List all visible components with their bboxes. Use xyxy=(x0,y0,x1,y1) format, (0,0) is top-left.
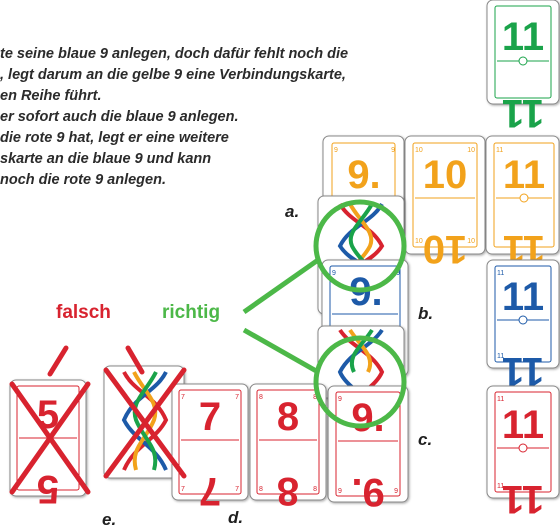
card-corner: 11 xyxy=(497,353,504,360)
card-value: 11 xyxy=(502,15,544,59)
highlight-circle-top xyxy=(313,199,407,293)
card-corner: 10 xyxy=(415,238,423,245)
card-red-8: 8 8 8 8 8 8 xyxy=(249,383,327,513)
card-red-7: 7 7 7 7 7 7 xyxy=(171,383,249,513)
card-corner: 9 xyxy=(394,488,398,495)
card-corner: 10 xyxy=(467,238,475,245)
card-corner: 9 xyxy=(334,147,338,154)
card-red-11: 11 11 11 11 xyxy=(486,385,560,521)
card-corner: 9 xyxy=(396,270,400,277)
instruction-line: skarte an die blaue 9 und kann xyxy=(0,151,212,167)
card-corner: 10 xyxy=(415,147,423,154)
label-b: b. xyxy=(418,304,434,323)
card-value-inverted: 5 xyxy=(37,467,59,511)
label-d: d. xyxy=(228,508,244,527)
card-value-inverted: 11 xyxy=(502,477,544,521)
card-value: 11 xyxy=(502,403,544,447)
card-value: 10 xyxy=(423,153,468,197)
highlight-circle-bottom xyxy=(313,335,407,429)
instruction-line: te seine blaue 9 anlegen, doch dafür feh… xyxy=(0,46,349,62)
card-value: 9. xyxy=(351,396,384,440)
instruction-text: te seine blaue 9 anlegen, doch dafür feh… xyxy=(0,44,348,191)
label-a: a. xyxy=(285,202,300,221)
card-value: 8 xyxy=(277,395,299,439)
card-corner: 7 xyxy=(235,486,239,493)
instruction-line: er sofort auch die blaue 9 anlegen. xyxy=(0,109,239,125)
card-value: 11 xyxy=(502,275,544,319)
falsch-pointer-lines xyxy=(47,345,145,377)
falsch-label: falsch xyxy=(56,302,111,323)
card-value: 9. xyxy=(347,153,380,197)
card-corner: 8 xyxy=(259,486,263,493)
card-value: 7 xyxy=(199,395,221,439)
card-corner: 7 xyxy=(235,394,239,401)
card-corner: 11 xyxy=(497,270,504,277)
richtig-highlight xyxy=(242,199,407,429)
cross-mark-icon xyxy=(9,367,187,495)
instruction-line: , legt darum an die gelbe 9 eine Verbind… xyxy=(0,67,346,83)
card-value: 11 xyxy=(503,153,545,197)
card-corner: 7 xyxy=(181,486,185,493)
card-value-inverted: 10 xyxy=(423,227,468,271)
card-corner: 9 xyxy=(338,488,342,495)
card-value-inverted: 8 xyxy=(277,469,299,513)
label-e: e. xyxy=(102,510,117,529)
card-value-inverted: 11 xyxy=(502,91,544,135)
instruction-line: noch die rote 9 anlegen. xyxy=(0,172,166,188)
card-value-inverted: 9. xyxy=(351,470,384,514)
card-corner: 11 xyxy=(496,147,503,154)
label-c: c. xyxy=(418,430,433,449)
card-corner: 8 xyxy=(313,394,317,401)
card-corner: 11 xyxy=(497,396,504,403)
richtig-label: richtig xyxy=(162,302,221,323)
card-corner: 9 xyxy=(332,270,336,277)
card-corner: 8 xyxy=(313,486,317,493)
card-blue-11: 11 11 11 11 xyxy=(486,259,560,393)
card-corner: 10 xyxy=(467,147,475,154)
card-corner: 8 xyxy=(259,394,263,401)
card-corner: 11 xyxy=(497,483,504,490)
card-yellow-11: 11 11 11 xyxy=(485,135,560,271)
instruction-line: en Reihe führt. xyxy=(0,88,102,104)
card-corner: 9 xyxy=(338,396,342,403)
card-corner: 7 xyxy=(181,394,185,401)
card-yellow-10: 10 10 10 10 10 10 xyxy=(404,135,486,271)
card-green-11: 11 11 xyxy=(486,0,560,135)
card-corner: 9 xyxy=(391,147,395,154)
card-value-inverted: 7 xyxy=(199,469,221,513)
instruction-line: die rote 9 hat, legt er eine weitere xyxy=(0,130,229,146)
